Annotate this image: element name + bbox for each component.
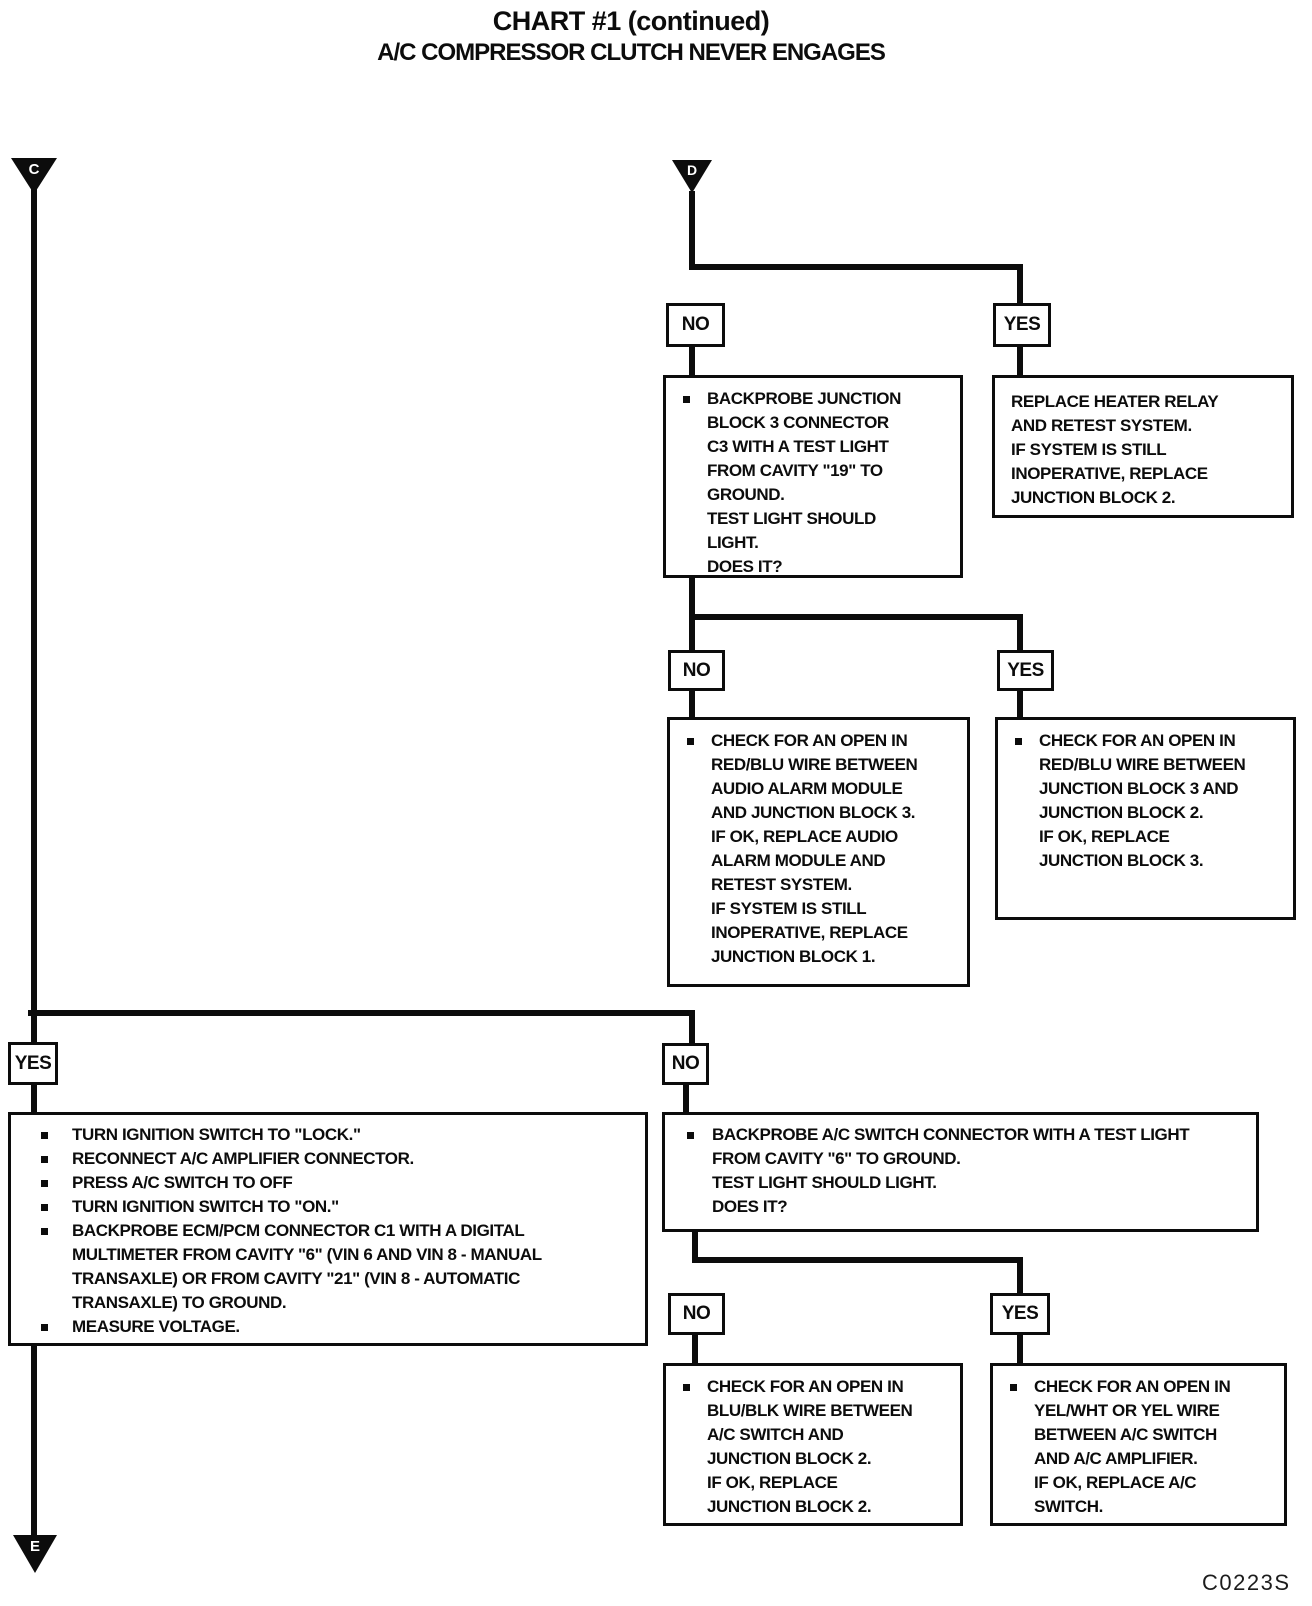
flow-box-check-open-audio-alarm: CHECK FOR AN OPEN IN RED/BLU WIRE BETWEE… (667, 717, 970, 987)
bullet-marker (41, 1324, 48, 1331)
flow-box-text: CHECK FOR AN OPEN IN RED/BLU WIRE BETWEE… (711, 731, 918, 966)
connector-line-split2 (689, 614, 1023, 620)
flow-box-text: BACKPROBE JUNCTION BLOCK 3 CONNECTOR C3 … (707, 389, 901, 576)
decision-label-split3-no: NO (662, 1043, 709, 1085)
connector-line-c-spine (31, 188, 37, 1044)
chart-title-block: CHART #1 (continued) A/C COMPRESSOR CLUT… (0, 6, 1262, 67)
bullet-marker (41, 1228, 48, 1235)
flow-box-check-open-blu-blk: CHECK FOR AN OPEN IN BLU/BLK WIRE BETWEE… (663, 1363, 963, 1526)
decision-label-split4-yes: YES (990, 1293, 1050, 1335)
bullet-marker (41, 1180, 48, 1187)
flow-box-text: REPLACE HEATER RELAY AND RETEST SYSTEM. … (1011, 392, 1219, 507)
bullet-marker (683, 1384, 690, 1391)
connector-line-yes1-box (1017, 344, 1023, 377)
figure-code: C0223S (1202, 1570, 1291, 1595)
decision-label-split1-yes: YES (993, 303, 1051, 347)
connector-line-no1-box (689, 344, 695, 377)
checklist-item: TURN IGNITION SWITCH TO "LOCK." (72, 1125, 361, 1144)
flow-box-replace-heater-relay: REPLACE HEATER RELAY AND RETEST SYSTEM. … (992, 375, 1294, 518)
connector-d-triangle-icon (672, 160, 712, 193)
connector-line-no2-box (689, 688, 695, 719)
flow-box-text: CHECK FOR AN OPEN IN BLU/BLK WIRE BETWEE… (707, 1377, 913, 1516)
decision-label-split3-yes: YES (8, 1042, 58, 1085)
connector-line-split2-yes (1017, 614, 1023, 652)
connector-e: E (13, 1535, 57, 1573)
checklist-item: TURN IGNITION SWITCH TO "ON." (72, 1197, 339, 1216)
flow-box-text: CHECK FOR AN OPEN IN YEL/WHT OR YEL WIRE… (1034, 1377, 1231, 1516)
flow-box-ignition-checklist: TURN IGNITION SWITCH TO "LOCK." RECONNEC… (8, 1112, 648, 1346)
decision-label-split2-no: NO (668, 650, 725, 691)
checklist-item: PRESS A/C SWITCH TO OFF (72, 1173, 293, 1192)
connector-e-triangle-icon (13, 1535, 57, 1573)
connector-line-split1 (689, 264, 1023, 270)
bullet-marker (683, 396, 690, 403)
flow-box-text: CHECK FOR AN OPEN IN RED/BLU WIRE BETWEE… (1039, 731, 1246, 870)
bullet-marker (41, 1132, 48, 1139)
connector-line-yes4-box (1017, 1333, 1023, 1365)
bullet-marker (41, 1156, 48, 1163)
decision-label-split1-no: NO (666, 303, 725, 347)
connector-line-yes-to-checklist (31, 1083, 37, 1114)
chart-subtitle: A/C COMPRESSOR CLUTCH NEVER ENGAGES (377, 39, 886, 66)
flow-box-backprobe-ac-switch: BACKPROBE A/C SWITCH CONNECTOR WITH A TE… (662, 1112, 1259, 1232)
connector-d: D (672, 160, 712, 193)
connector-line-checklist-to-e (31, 1344, 37, 1538)
connector-line-no4-box (692, 1333, 698, 1365)
bullet-marker (1015, 738, 1022, 745)
connector-line-split3 (28, 1010, 695, 1016)
connector-c-triangle-icon (11, 158, 57, 194)
checklist-item: RECONNECT A/C AMPLIFIER CONNECTOR. (72, 1149, 414, 1168)
connector-d-letter: D (686, 162, 698, 178)
connector-c-letter: C (28, 161, 40, 178)
flow-box-check-open-yel-wht: CHECK FOR AN OPEN IN YEL/WHT OR YEL WIRE… (990, 1363, 1287, 1526)
flow-box-backprobe-junction-block3: BACKPROBE JUNCTION BLOCK 3 CONNECTOR C3 … (663, 375, 963, 578)
connector-line-split4 (692, 1257, 1023, 1263)
connector-line-box6-split4 (692, 1230, 698, 1263)
connector-line-split3-no (689, 1010, 695, 1045)
connector-line-no3-box (683, 1083, 689, 1114)
connector-c: C (11, 158, 57, 194)
connector-line-split4-yes (1017, 1257, 1023, 1295)
bullet-marker (687, 738, 694, 745)
decision-label-split2-yes: YES (997, 650, 1054, 691)
checklist-item: BACKPROBE ECM/PCM CONNECTOR C1 WITH A DI… (72, 1221, 542, 1312)
chart-title: CHART #1 (continued) (492, 6, 770, 36)
flow-box-check-open-jb3-jb2: CHECK FOR AN OPEN IN RED/BLU WIRE BETWEE… (995, 717, 1296, 920)
flow-box-text: BACKPROBE A/C SWITCH CONNECTOR WITH A TE… (712, 1125, 1190, 1216)
connector-line-yes2-box (1017, 688, 1023, 719)
connector-line-split1-yes (1017, 264, 1023, 305)
connector-e-letter: E (29, 1538, 40, 1555)
bullet-marker (41, 1204, 48, 1211)
decision-label-split4-no: NO (668, 1293, 725, 1335)
checklist-item: MEASURE VOLTAGE. (72, 1317, 240, 1336)
bullet-marker (687, 1132, 694, 1139)
connector-line-d-spine (689, 191, 695, 270)
bullet-marker (1010, 1384, 1017, 1391)
